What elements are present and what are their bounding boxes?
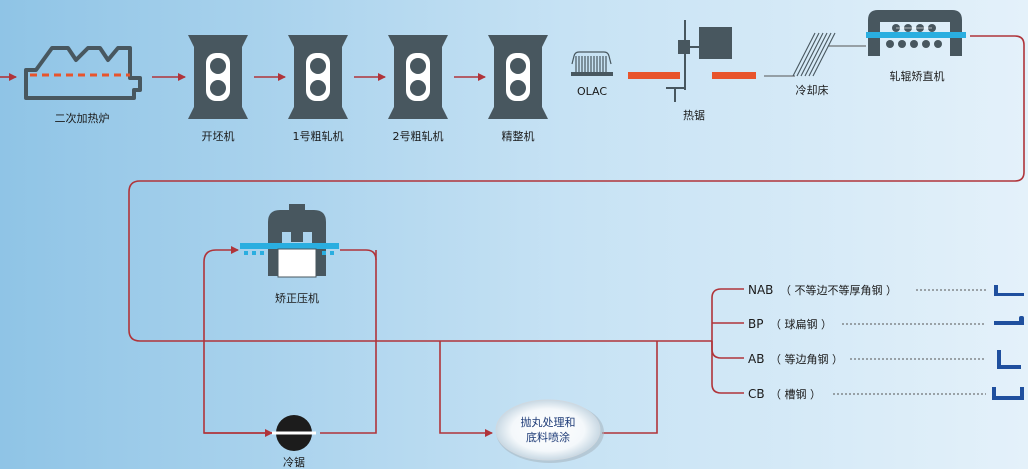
product-name-ab: （ 等边角钢 ） xyxy=(770,352,843,366)
bulb-flat-profile-icon xyxy=(994,316,1024,325)
press-straightener-label: 矫正压机 xyxy=(275,291,319,305)
cold-saw-icon xyxy=(272,415,316,451)
breakdown-mill-label: 开坯机 xyxy=(202,129,235,143)
cooling-bed-icon xyxy=(792,32,836,77)
return-loop xyxy=(128,35,1025,437)
product-code-bp: BP xyxy=(748,317,763,331)
path-cold-saw-to-press xyxy=(203,246,282,434)
reheat-furnace-icon xyxy=(24,46,142,100)
roller-straightener-icon xyxy=(866,10,966,56)
product-name-nab: （ 不等边不等厚角钢 ） xyxy=(780,283,897,297)
branch-cb xyxy=(711,341,744,394)
shot-blast-label-line2: 底料喷涂 xyxy=(526,430,570,444)
product-code-cb: CB xyxy=(748,387,765,401)
shot-blast-badge xyxy=(495,399,604,463)
cooling-bed-label: 冷却床 xyxy=(796,83,829,97)
branch-nab xyxy=(711,288,744,341)
path-to-shot-blast xyxy=(439,341,493,437)
hot-saw-strip-right xyxy=(712,72,756,79)
channel-profile-icon xyxy=(992,387,1024,400)
product-leader-lines xyxy=(833,289,986,395)
product-code-nab: NAB xyxy=(748,283,773,297)
straightener-strip xyxy=(866,32,966,38)
hot-saw-icon xyxy=(628,20,756,102)
rough-mill-1-label: 1号粗轧机 xyxy=(293,129,344,143)
rough-mill-2-icon xyxy=(388,35,448,119)
shot-blast-label-line1: 抛丸处理和 xyxy=(521,415,576,429)
product-name-bp: （ 球扁钢 ） xyxy=(770,317,832,331)
cold-saw-label: 冷锯 xyxy=(283,455,305,469)
branch-ab xyxy=(711,341,744,359)
path-from-shot-blast xyxy=(602,341,658,434)
top-flow-arrows xyxy=(0,45,866,81)
olac-cooling-icon xyxy=(571,51,613,76)
product-name-cb: （ 槽钢 ） xyxy=(770,388,821,401)
rough-mill-1-icon xyxy=(288,35,348,119)
press-strip xyxy=(240,243,339,249)
product-code-ab: AB xyxy=(748,352,764,366)
breakdown-mill-icon xyxy=(188,35,248,119)
hot-saw-label: 热锯 xyxy=(683,108,705,122)
finishing-mill-label: 精整机 xyxy=(502,129,535,143)
path-press-out-top xyxy=(340,249,377,261)
hot-saw-strip-left xyxy=(628,72,680,79)
equal-angle-profile-icon xyxy=(997,350,1021,369)
reheat-furnace-label: 二次加热炉 xyxy=(55,111,110,125)
press-straightener-icon xyxy=(240,204,339,278)
unequal-angle-profile-icon xyxy=(994,285,1024,296)
finishing-mill-icon xyxy=(488,35,548,119)
path-press-to-cold-saw xyxy=(320,250,377,434)
olac-label: OLAC xyxy=(577,85,607,98)
roller-straightener-label: 轧辊矫直机 xyxy=(890,69,945,83)
rough-mill-2-label: 2号粗轧机 xyxy=(393,129,444,143)
main-return-path xyxy=(128,35,1025,342)
